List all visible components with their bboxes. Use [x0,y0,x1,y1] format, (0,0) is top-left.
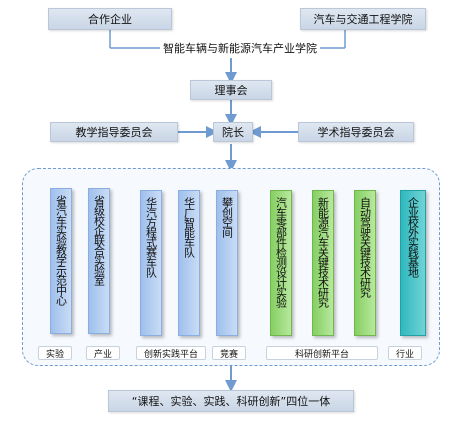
column-nev-research-label: 新能源汽车关键技术研究 [316,197,330,307]
column-practice-base: 企业校外实践基地 [400,190,426,336]
partner-enterprise-box: 合作企业 [48,8,172,30]
column-demo-center-label: 省汽车实验教学示范中心 [54,195,68,305]
four-in-one-label: “课程、实验、实践、科研创新”四位一体 [131,395,331,408]
column-formula-team: 华汽方程式赛车队 [140,190,162,336]
category-industry: 产业 [86,346,120,360]
column-joint-lab: 省级校企联合实验室 [88,188,110,334]
column-innovation-space: 攀创空间 [216,190,238,336]
category-innovation-platform: 创新实践平台 [136,346,206,360]
school-label: 汽车与交通工程学院 [313,13,413,26]
column-parts-testing-label: 汽车零部件检测设计实验 [274,197,288,307]
category-competition: 竞赛 [212,346,246,360]
column-smart-car-team-label: 华广智能车队 [182,197,196,257]
four-in-one-box: “课程、实验、实践、科研创新”四位一体 [108,390,354,412]
academic-committee-box: 学术指导委员会 [298,122,414,142]
column-smart-car-team: 华广智能车队 [178,190,200,336]
column-practice-base-label: 企业校外实践基地 [406,197,420,277]
column-autonomous-research: 自动驾驶关键技术研究 [354,190,376,336]
category-experiment: 实验 [38,346,72,360]
school-box: 汽车与交通工程学院 [300,8,426,30]
dean-label: 院长 [222,126,244,139]
teaching-committee-box: 教学指导委员会 [50,122,178,142]
dean-box: 院长 [213,122,253,142]
column-innovation-space-label: 攀创空间 [220,197,234,237]
teaching-committee-label: 教学指导委员会 [75,126,153,139]
column-nev-research: 新能源汽车关键技术研究 [312,190,334,336]
column-parts-testing: 汽车零部件检测设计实验 [270,190,292,336]
column-demo-center: 省汽车实验教学示范中心 [50,188,72,334]
council-label: 理事会 [214,84,248,97]
council-box: 理事会 [190,80,272,100]
category-sector: 行业 [388,346,422,360]
industry-institute-title: 智能车辆与新能源汽车产业学院 [163,42,317,55]
column-autonomous-research-label: 自动驾驶关键技术研究 [358,197,372,297]
column-joint-lab-label: 省级校企联合实验室 [92,195,106,285]
category-research-platform: 科研创新平台 [266,346,378,360]
academic-committee-label: 学术指导委员会 [317,126,395,139]
column-formula-team-label: 华汽方程式赛车队 [144,197,158,277]
partner-enterprise-label: 合作企业 [88,13,132,26]
